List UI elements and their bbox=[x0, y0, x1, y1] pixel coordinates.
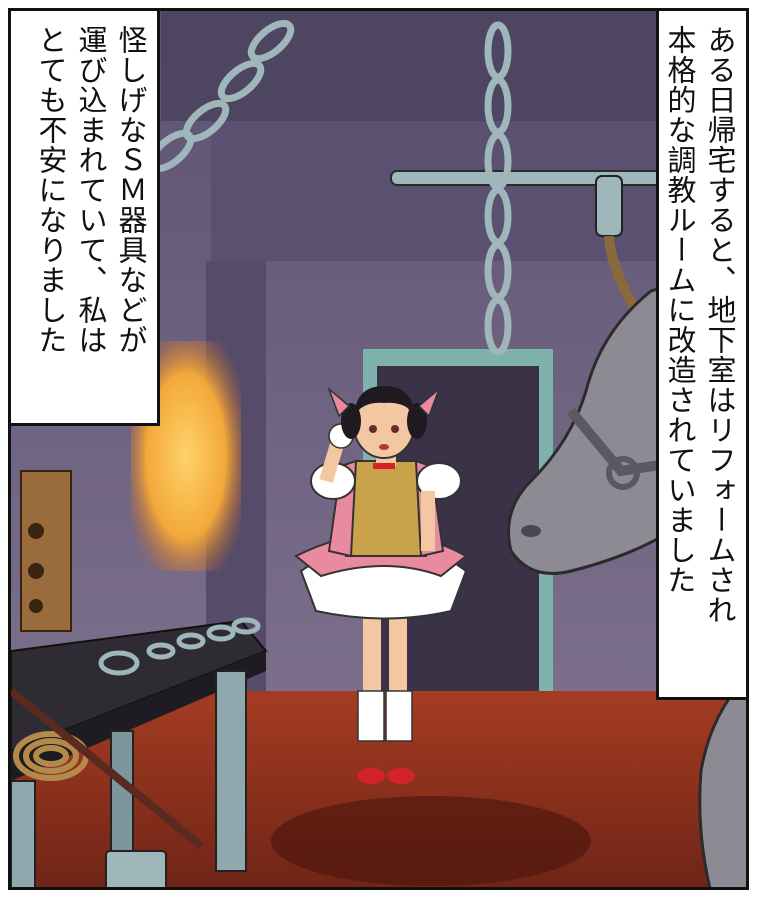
caption-left-line-2: 運び込まれていて、私は bbox=[74, 25, 108, 355]
caption-right-line-2: 本格的な調教ルームに改造されていました bbox=[663, 25, 697, 595]
floor-shadow bbox=[271, 796, 591, 886]
bucket bbox=[105, 850, 167, 887]
diagonal-chain bbox=[147, 19, 295, 173]
hanging-chain bbox=[484, 21, 512, 356]
shackle-chain bbox=[98, 617, 261, 676]
overhead-bar bbox=[390, 170, 692, 186]
pillory-stocks bbox=[20, 470, 72, 632]
pulley bbox=[595, 175, 623, 237]
ceiling-beam bbox=[161, 11, 746, 121]
caption-box-right: ある日帰宅すると、地下室はリフォームされ 本格的な調教ルームに改造されていました bbox=[656, 8, 749, 700]
caption-right-line-1: ある日帰宅すると、地下室はリフォームされ bbox=[703, 25, 737, 625]
riding-crop bbox=[11, 687, 204, 850]
character-girl bbox=[294, 386, 468, 784]
caption-left-line-3: とても不安になりました bbox=[34, 25, 68, 355]
caption-left-line-1: 怪しげなＳＭ器具などが bbox=[114, 25, 148, 355]
caption-box-left: 怪しげなＳＭ器具などが 運び込まれていて、私は とても不安になりました bbox=[8, 8, 160, 426]
